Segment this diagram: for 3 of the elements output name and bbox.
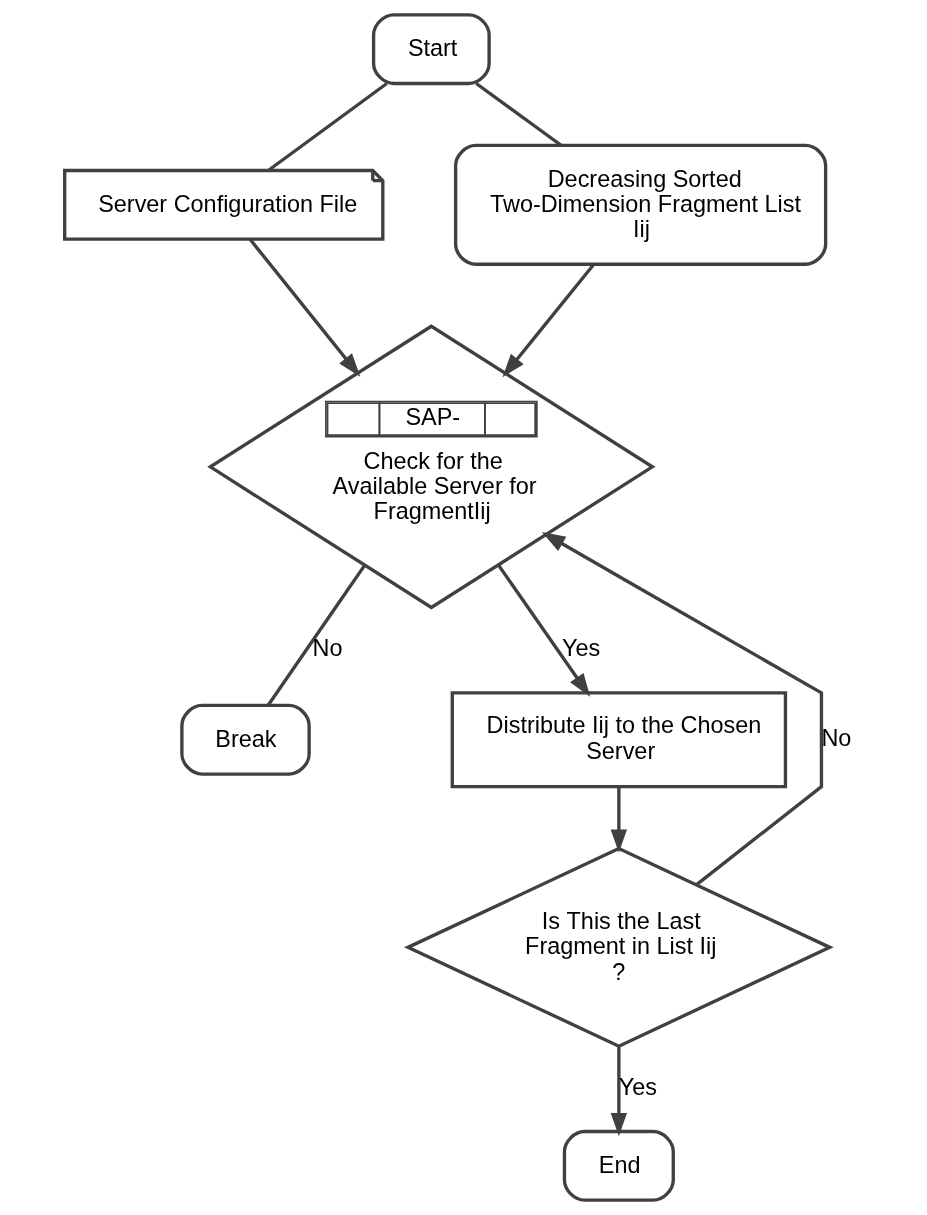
edge-label: Yes <box>561 635 600 662</box>
edge-label: No <box>311 635 342 662</box>
edge-label: No <box>820 724 851 751</box>
